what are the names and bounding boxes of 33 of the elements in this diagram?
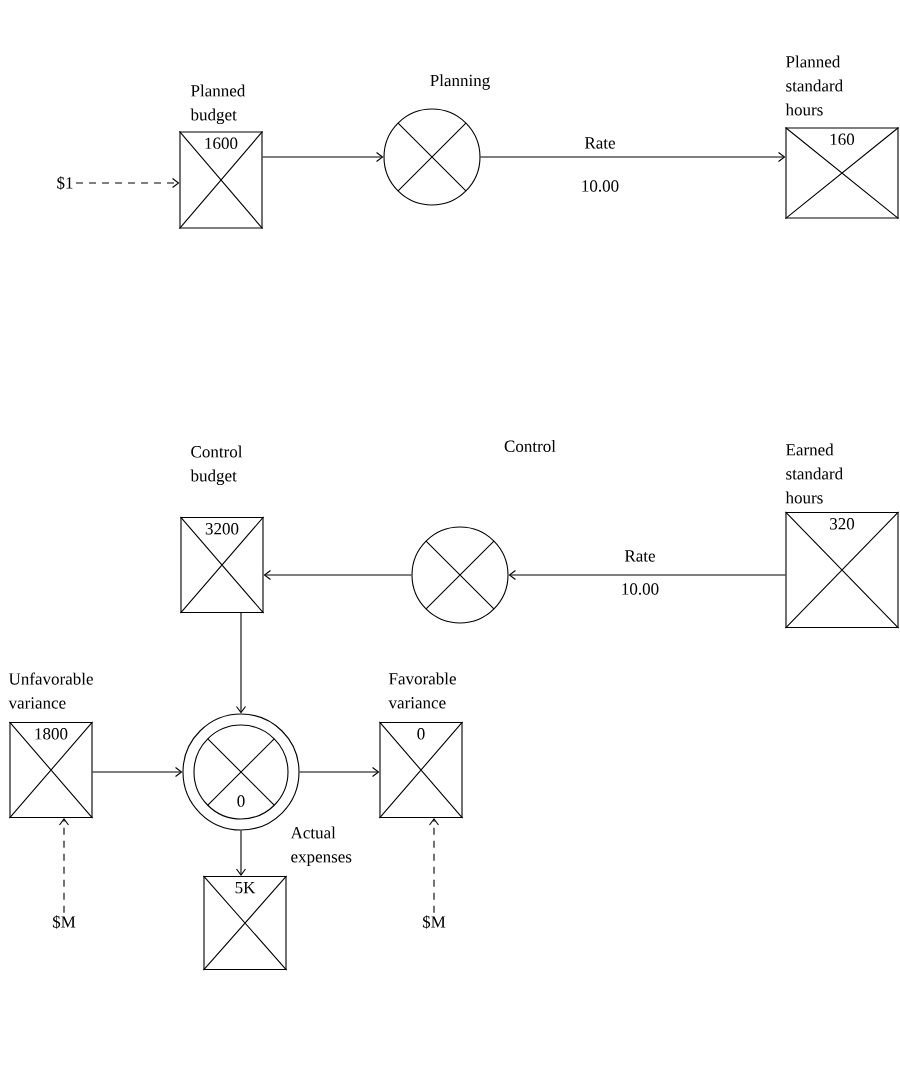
crossed-box: 5K [202,875,288,971]
arrow [508,569,786,581]
crossed-box: 0 [378,721,464,819]
crossed-box: 1800 [8,721,94,819]
arrow [262,151,384,163]
arrow [58,818,70,914]
heading-label: Planned budget [190,84,246,125]
crossed-box: 320 [784,511,900,629]
arrow [263,569,412,581]
input-label: $M [52,915,76,929]
arrow [92,766,183,778]
input-label: $1 [57,176,73,190]
arrow [428,818,440,914]
heading-label: Control [504,440,556,452]
input-label: $M [422,915,446,929]
crossed-box: 1600 [178,130,264,230]
edge-label: Rate [624,550,655,562]
heading-label: Control budget [190,445,243,485]
heading-label: Planned standard hours [785,55,843,116]
heading-label: Earned standard hours [785,443,843,504]
heading-label: Planning [430,74,490,90]
rate-value: 10.00 [622,583,659,595]
arrow [480,151,786,163]
arrow [299,766,380,778]
heading-label: Favorable variance [388,672,456,709]
rate-value: 10.00 [582,180,619,192]
crossed-box: 3200 [179,516,265,614]
edge-label: Rate [584,137,615,149]
heading-label: Unfavorable variance [8,672,93,709]
arrow [235,830,247,876]
arrow [75,177,180,189]
crossed-box: 160 [784,126,900,220]
arrow [235,612,247,714]
